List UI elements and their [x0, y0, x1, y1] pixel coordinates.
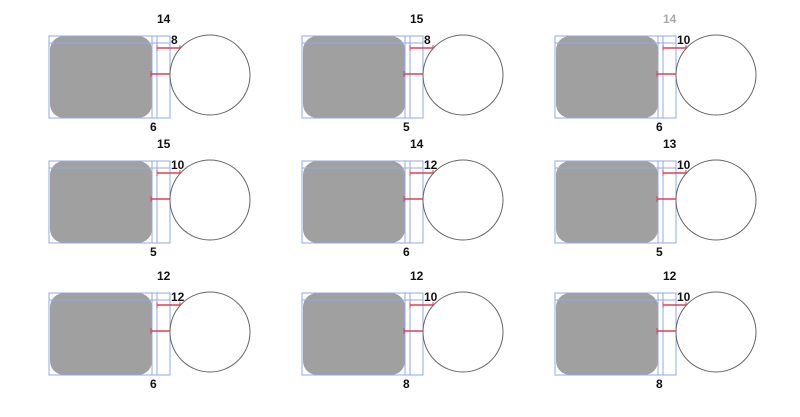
bottom-label: 6 — [150, 377, 157, 391]
spacing-panel: 148 6 — [48, 12, 251, 134]
bottom-label: 8 — [403, 377, 410, 391]
top-label: 14 — [663, 12, 677, 26]
bottom-label: 5 — [150, 245, 157, 259]
gap-label: 10 — [677, 33, 691, 47]
top-label: 12 — [157, 269, 171, 283]
gap-label: 12 — [424, 158, 438, 172]
circle-shape — [675, 34, 757, 116]
rounded-rectangle — [50, 36, 152, 118]
top-label: 14 — [157, 12, 171, 26]
rounded-rectangle — [556, 161, 658, 243]
rounded-rectangle — [50, 293, 152, 375]
bottom-label: 5 — [403, 120, 410, 134]
rounded-rectangle — [303, 293, 405, 375]
bottom-label: 6 — [403, 245, 410, 259]
top-label: 12 — [410, 269, 424, 283]
top-label: 12 — [663, 269, 677, 283]
rounded-rectangle — [556, 36, 658, 118]
gap-label: 8 — [171, 33, 178, 47]
gap-label: 10 — [677, 158, 691, 172]
rounded-rectangle — [556, 293, 658, 375]
circle-shape — [675, 159, 757, 241]
circle-shape — [169, 34, 251, 116]
bottom-label: 5 — [656, 245, 663, 259]
gap-label: 10 — [171, 158, 185, 172]
rounded-rectangle — [50, 161, 152, 243]
top-label: 15 — [157, 137, 171, 151]
top-label: 14 — [410, 137, 424, 151]
gap-label: 10 — [677, 290, 691, 304]
circle-shape — [422, 291, 504, 373]
bottom-label: 6 — [150, 120, 157, 134]
circle-shape — [422, 34, 504, 116]
gap-label: 12 — [171, 290, 185, 304]
bottom-label: 8 — [656, 377, 663, 391]
circle-shape — [169, 159, 251, 241]
rounded-rectangle — [303, 36, 405, 118]
circle-shape — [422, 159, 504, 241]
gap-label: 8 — [424, 33, 431, 47]
rounded-rectangle — [303, 161, 405, 243]
circle-shape — [675, 291, 757, 373]
gap-label: 10 — [424, 290, 438, 304]
top-label: 15 — [410, 12, 424, 26]
circle-shape — [169, 291, 251, 373]
top-label: 13 — [663, 137, 677, 151]
bottom-label: 6 — [656, 120, 663, 134]
